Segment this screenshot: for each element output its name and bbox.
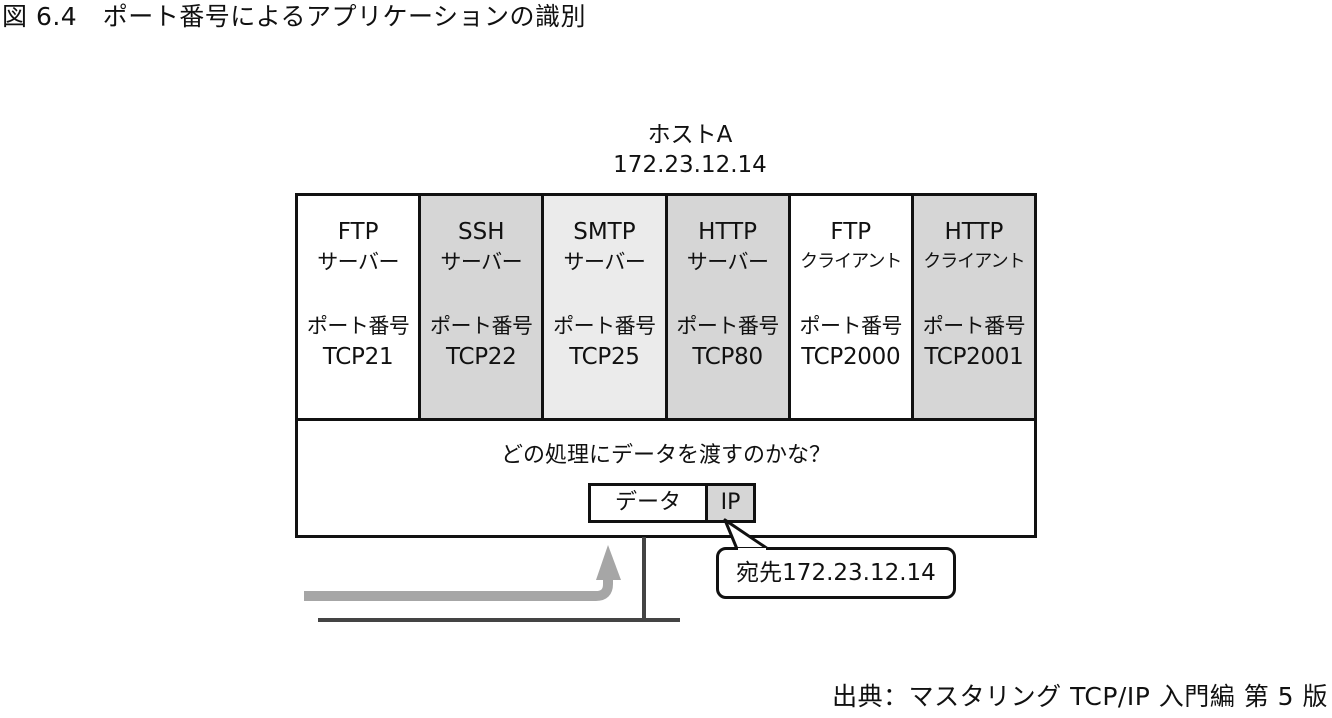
app-cell-ftp-server: FTP サーバー ポート番号 TCP21 [298, 196, 422, 418]
app-protocol: FTP [337, 219, 379, 245]
port-number: TCP2001 [924, 344, 1024, 370]
incoming-packet: データ IP [588, 483, 756, 523]
app-role: サーバー [440, 250, 523, 274]
figure-title: 図 6.4 ポート番号によるアプリケーションの識別 [2, 2, 586, 31]
packet-ip-header: IP [708, 486, 753, 520]
incoming-arrow [304, 570, 613, 601]
app-role: クライアント [800, 251, 902, 272]
app-protocol: SMTP [573, 219, 636, 245]
app-role: サーバー [686, 250, 769, 274]
app-role: クライアント [923, 251, 1025, 272]
port-number-label: ポート番号 [922, 314, 1026, 338]
source-credit: 出典：マスタリング TCP/IP 入門編 第 5 版 [832, 682, 1328, 711]
port-number: TCP25 [569, 344, 640, 370]
packet-data-segment: データ [591, 486, 708, 520]
port-number-label: ポート番号 [676, 314, 779, 338]
app-cell-ssh-server: SSH サーバー ポート番号 TCP22 [421, 196, 545, 418]
app-protocol: SSH [458, 219, 505, 245]
port-number-label: ポート番号 [799, 314, 903, 338]
application-port-table: FTP サーバー ポート番号 TCP21 SSH サーバー ポート番号 TCP2… [295, 193, 1037, 421]
port-number: TCP80 [692, 344, 763, 370]
port-number: TCP22 [446, 344, 517, 370]
app-cell-smtp-server: SMTP サーバー ポート番号 TCP25 [544, 196, 668, 418]
dispatch-question: どの処理にデータを渡すのかな？ [500, 443, 831, 468]
host-name: ホストA [647, 122, 733, 148]
host-ip-address: 172.23.12.14 [613, 152, 767, 178]
port-dispatch-layer: どの処理にデータを渡すのかな？ データ IP [295, 418, 1037, 538]
app-role: サーバー [317, 250, 399, 274]
app-cell-http-server: HTTP サーバー ポート番号 TCP80 [667, 196, 791, 418]
app-role: サーバー [563, 250, 646, 274]
app-cell-http-client: HTTP クライアント ポート番号 TCP2001 [913, 196, 1035, 418]
app-protocol: FTP [830, 219, 872, 245]
port-number-label: ポート番号 [553, 314, 656, 338]
port-number-label: ポート番号 [430, 314, 533, 338]
app-protocol: HTTP [698, 219, 758, 245]
incoming-arrow-head [596, 545, 621, 580]
app-cell-ftp-client: FTP クライアント ポート番号 TCP2000 [790, 196, 914, 418]
port-number: TCP21 [322, 344, 394, 370]
port-number-label: ポート番号 [306, 314, 410, 338]
app-protocol: HTTP [944, 219, 1004, 245]
port-number: TCP2000 [801, 344, 901, 370]
destination-callout: 宛先172.23.12.14 [716, 547, 956, 599]
